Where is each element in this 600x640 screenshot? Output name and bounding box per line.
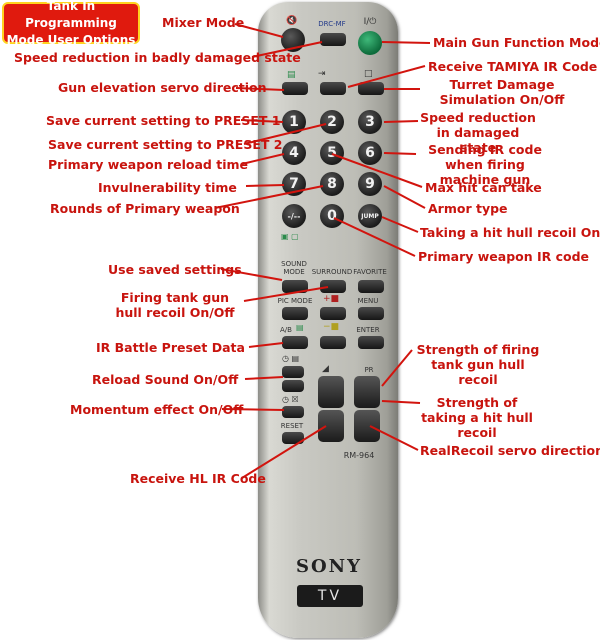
mute-icon: 🔇 [286,16,298,26]
pic-mode-button[interactable] [282,307,308,320]
plus-icon: +■ [323,294,340,304]
remote-control [258,2,398,638]
callout-primary-reload: Primary weapon reload time [48,157,248,172]
teletext-button[interactable] [282,82,308,95]
callout-momentum: Momentum effect On/Off [70,402,244,417]
button-5[interactable]: 5 [320,141,344,165]
drc-mf-button[interactable] [320,33,346,46]
callout-main-gun-function: Main Gun Function Mode [433,35,600,50]
callout-sending-ir: Sending IR code when firing machine gun [428,142,542,187]
pic-mode-label: PIC MODE [277,297,313,305]
minus-button[interactable] [320,336,346,349]
model-label: RM-964 [343,451,375,460]
callout-strength-hit: Strength of taking a hit hull recoil [421,395,533,440]
volume-down-button[interactable] [318,410,344,442]
callout-preset-1: Save current setting to PRESET 1 [46,113,281,128]
callout-primary-ir-code: Primary weapon IR code [418,249,590,264]
callout-strength-firing: Strength of firing tank gun hull recoil [416,342,540,387]
callout-hull-recoil-hit: Taking a hit hull recoil On/Off [420,225,600,240]
momentum-button[interactable] [282,406,304,418]
callout-reload-sound: Reload Sound On/Off [92,372,239,387]
jump-button[interactable]: JUMP [358,204,382,228]
enter-label: ENTER [356,326,380,334]
program-up-button[interactable] [354,376,380,408]
menu-button[interactable] [358,307,384,320]
ab-button[interactable] [282,336,308,349]
ab-icon: ▤ [296,323,304,332]
volume-icon: ◢ [322,364,329,374]
button-3[interactable]: 3 [358,110,382,134]
screen-icon: □ [364,69,373,79]
pr-label: PR [364,366,374,374]
button-6[interactable]: 6 [358,141,382,165]
mute-button[interactable] [281,28,305,52]
power-label: I/⏻ [363,17,377,27]
tv-mode-box: TV [297,585,363,607]
callout-firing-hull-recoil: Firing tank gun hull recoil On/Off [115,290,235,320]
input-icon: ⇥ [318,69,326,79]
callout-invulnerability: Invulnerability time [98,180,237,195]
callout-armor-type: Armor type [428,201,508,216]
volume-up-button[interactable] [318,376,344,408]
callout-speed-reduction-badly: Speed reduction in badly damaged state [14,50,301,65]
surround-label: SURROUND [311,268,353,276]
button-7[interactable]: 7 [282,172,306,196]
menu-label: MENU [357,297,379,305]
button-8[interactable]: 8 [320,172,344,196]
teletext-icon: ▤ [287,70,296,80]
brand-logo: SONY [296,556,362,577]
program-down-button[interactable] [354,410,380,442]
power-button[interactable] [358,31,382,55]
title-line-2: Mode User Options [6,32,136,47]
callout-realrecoil-servo: RealRecoil servo direction [420,443,600,458]
callout-ir-battle-preset: IR Battle Preset Data [96,340,245,355]
button-9[interactable]: 9 [358,172,382,196]
diagram-title: Tank In Programming Mode User Options [2,0,140,47]
callout-speed-reduction-damaged: Speed reduction in damaged state [420,110,536,155]
timer-icon: ◷ ▤ [282,354,300,363]
screen-button[interactable] [358,82,384,95]
button-2[interactable]: 2 [320,110,344,134]
callout-gun-elevation: Gun elevation servo direction [58,80,267,95]
button-1[interactable]: 1 [282,110,306,134]
callout-rounds-primary: Rounds of Primary weapon [50,201,240,216]
timer-button[interactable] [282,366,304,378]
favorite-label: FAVORITE [353,268,387,276]
drc-mf-label: DRC-MF [318,20,346,28]
clock-icon: ◷ ☒ [282,395,299,404]
callout-use-saved: Use saved settings [108,262,242,277]
title-line-1: Tank In Programming [25,0,117,30]
callout-preset-2: Save current setting to PRESET 2 [48,137,283,152]
reload-sound-button[interactable] [282,380,304,392]
input-button[interactable] [320,82,346,95]
callout-max-hit: Max hit can take [425,180,542,195]
ab-label: A/B [280,326,292,334]
plus-button[interactable] [320,307,346,320]
callout-receive-tamiya: Receive TAMIYA IR Code [428,59,598,74]
favorite-button[interactable] [358,280,384,293]
sound-mode-label: SOUND MODE [281,260,307,276]
reset-label: RESET [280,422,304,430]
sound-mode-button[interactable] [282,280,308,293]
enter-button[interactable] [358,336,384,349]
button-0[interactable]: 0 [320,204,344,228]
surround-button[interactable] [320,280,346,293]
callout-mixer-mode: Mixer Mode [162,15,245,30]
reset-button[interactable] [282,432,304,444]
button-4[interactable]: 4 [282,141,306,165]
callout-turret-damage: Turret Damage Simulation On/Off [439,77,565,107]
callout-receive-hl: Receive HL IR Code [130,471,266,486]
minus-icon: −■ [323,322,340,332]
teletext-small-icons: ▣ ▢ [281,232,299,241]
dash-button[interactable]: -/-- [282,204,306,228]
